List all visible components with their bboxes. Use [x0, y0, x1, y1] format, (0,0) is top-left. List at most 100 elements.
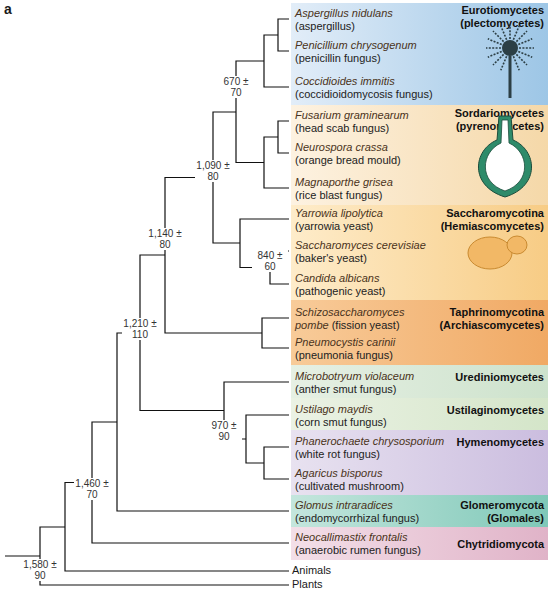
taxon-entry: Agaricus bisporus (cultivated mushroom) — [295, 467, 445, 493]
common-name: (head scab fungus) — [295, 122, 389, 134]
yeast-illustration — [468, 236, 527, 269]
tree-branch — [278, 121, 289, 153]
species-name: Coccidioides immitis — [295, 75, 395, 87]
clade-band: Sordariomycetes (pyrenomycetes)Fusarium … — [291, 105, 548, 205]
tree-root — [5, 555, 40, 556]
tree-branch — [264, 447, 289, 479]
clade-band: HymenomycetesPhanerochaete chrysosporium… — [291, 430, 548, 495]
outgroup-name: Animals — [292, 564, 331, 577]
divergence-age: 1,580 ± 90 — [22, 559, 58, 581]
tree-branch — [92, 422, 289, 543]
perithecium-illustration — [478, 116, 531, 197]
common-name: (corn smut fungus) — [295, 416, 387, 428]
species-name: Agaricus bisporus — [295, 467, 382, 479]
taxon-entry: Fusarium graminearum (head scab fungus) — [295, 109, 445, 135]
species-name: Saccharomyces cerevisiae — [295, 239, 426, 251]
taxon-entry: Aspergillus nidulans (aspergillus) — [295, 7, 445, 33]
clade-name: Urediniomycetes — [432, 371, 544, 384]
divergence-age: 1,460 ± 70 — [74, 478, 110, 500]
species-name: Neocallimastix frontalis — [295, 531, 407, 543]
taxon-entry: Coccidioides immitis (coccidioidomycosis… — [295, 75, 445, 101]
species-name: Magnaporthe grisea — [295, 176, 393, 188]
common-name: (fission yeast) — [332, 319, 400, 331]
common-name: (baker's yeast) — [295, 252, 367, 264]
taxon-entry: Phanerochaete chrysosporium (white rot f… — [295, 435, 460, 461]
taxon-entry: Ustilago maydis (corn smut fungus) — [295, 403, 445, 429]
taxon-entry: Glomus intraradices (endomycorrhizal fun… — [295, 499, 445, 525]
yeast-bud — [507, 236, 527, 254]
clade-name: Hymenomycetes — [432, 436, 544, 449]
taxon-entry: Magnaporthe grisea (rice blast fungus) — [295, 176, 445, 202]
common-name: (cultivated mushroom) — [295, 480, 404, 492]
tree-branch — [165, 178, 262, 334]
tree-branch — [264, 137, 289, 188]
conidiophore-illustration — [486, 24, 534, 98]
taxon-entry: Yarrowia lipolytica (yarrowia yeast) — [295, 207, 445, 233]
taxon-entry: Pneumocystis carinii (pneumonia fungus) — [295, 336, 445, 362]
clade-band: Glomeromycota (Glomales)Glomus intraradi… — [291, 495, 548, 527]
clade-band: UstilaginomycetesUstilago maydis (corn s… — [291, 398, 548, 430]
conidia-chains — [486, 24, 534, 70]
divergence-age: 970 ± 90 — [206, 420, 242, 442]
species-name: Microbotryum violaceum — [295, 370, 414, 382]
yeast-cell — [468, 237, 512, 269]
common-name: (anaerobic rumen fungus) — [295, 544, 421, 556]
common-name: (pneumonia fungus) — [295, 349, 393, 361]
common-name: (orange bread mould) — [295, 154, 401, 166]
clade-name: Taphrinomycotina (Archiascomycetes) — [432, 306, 544, 331]
clade-band: Urediniomycetes Microbotryum violaceum (a… — [291, 365, 548, 398]
clade-band: Taphrinomycotina (Archiascomycetes) Schiz… — [291, 300, 548, 365]
clade-name: Eurotiomycetes (plectomycetes) — [432, 4, 544, 29]
species-name: Aspergillus nidulans — [295, 7, 393, 19]
common-name: (coccidioidomycosis fungus) — [295, 88, 433, 100]
divergence-age: 1,090 ± 80 — [195, 160, 231, 182]
divergence-age: 1,210 ± 110 — [122, 318, 158, 340]
common-name: (pathogenic yeast) — [295, 285, 386, 297]
conidiophore-vesicle — [502, 40, 518, 56]
species-name: Neurospora crassa — [295, 141, 388, 153]
species-name: Glomus intraradices — [295, 499, 393, 511]
species-name: Candida albicans — [295, 272, 379, 284]
species-name: Yarrowia lipolytica — [295, 207, 383, 219]
common-name: (penicillin fungus) — [295, 52, 381, 64]
species-name: Fusarium graminearum — [295, 109, 409, 121]
common-name: (white rot fungus) — [295, 448, 380, 460]
clade-name: Glomeromycota (Glomales) — [432, 499, 544, 524]
perithecium-cavity — [485, 120, 524, 191]
panel-letter: a — [4, 1, 12, 17]
clade-name: Ustilaginomycetes — [432, 404, 544, 417]
taxon-entry: Penicillium chrysogenum (penicillin fung… — [295, 39, 445, 65]
taxon-entry: Schizosaccharomyces pombe (fission yeast… — [295, 306, 415, 332]
tree-branch — [262, 318, 289, 348]
tree-branch — [278, 19, 289, 51]
clade-name: Chytridiomycota — [432, 538, 544, 551]
species-name: Ustilago maydis — [295, 403, 373, 415]
tree-branch — [117, 333, 289, 511]
clade-band: ChytridiomycotaNeocallimastix frontalis … — [291, 527, 548, 560]
species-name: Pneumocystis carinii — [295, 336, 395, 348]
clade-name: Sordariomycetes (pyrenomycetes) — [432, 107, 544, 132]
clade-name: Saccharomycotina (Hemiascomycetes) — [432, 207, 544, 232]
common-name: (endomycorrhizal fungus) — [295, 512, 419, 524]
common-name: (aspergillus) — [295, 20, 355, 32]
taxon-entry: Candida albicans (pathogenic yeast) — [295, 272, 445, 298]
common-name: (yarrowia yeast) — [295, 220, 373, 232]
taxon-entry: Saccharomyces cerevisiae (baker's yeast) — [295, 239, 445, 265]
taxon-entry: Neurospora crassa (orange bread mould) — [295, 141, 445, 167]
tree-branch — [40, 527, 289, 585]
taxon-entry: Neocallimastix frontalis (anaerobic rume… — [295, 531, 445, 557]
clade-band: Eurotiomycetes (plectomycetes)Aspergillu… — [291, 3, 548, 105]
common-name: (rice blast fungus) — [295, 189, 382, 201]
common-name: (anther smut fungus) — [295, 383, 397, 395]
tree-branch — [246, 415, 289, 463]
species-name: Phanerochaete chrysosporium — [295, 435, 444, 447]
tree-branch — [264, 35, 289, 87]
divergence-age: 840 ± 60 — [252, 250, 288, 272]
clade-band: Saccharomycotina (Hemiascomycetes)Yarrow… — [291, 205, 548, 300]
species-name: Penicillium chrysogenum — [295, 39, 417, 51]
divergence-age: 1,140 ± 80 — [147, 228, 183, 250]
outgroup-name: Plants — [292, 578, 323, 591]
divergence-age: 670 ± 70 — [218, 76, 254, 98]
perithecium-wall — [478, 116, 531, 197]
conidiophore-stalk — [509, 56, 512, 98]
